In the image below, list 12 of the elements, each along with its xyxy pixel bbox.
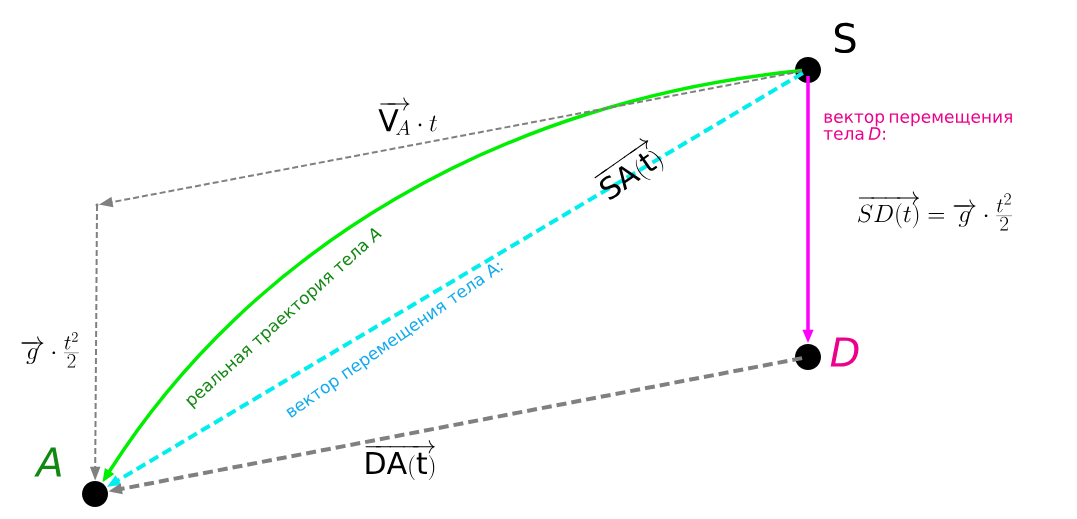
point-dot <box>82 481 108 507</box>
point-label: A <box>34 447 61 477</box>
point-label: D <box>830 337 859 367</box>
edge-label: $\overrightarrow{g}\cdot\frac{t^2}{2}$ <box>21 332 79 368</box>
point-dot <box>795 57 821 83</box>
formula-label: $\overrightarrow{SD(t)} = \overrightarrow{g}\cdot\frac{t^2}{2}$ <box>858 191 1013 231</box>
edge-label: вектор перемещения тела D: <box>823 113 1012 140</box>
point-dot <box>795 344 821 370</box>
edge-label: $\overrightarrow{\mathrm{DA}(\mathrm{t})}$ <box>365 440 436 481</box>
edge-label: $\overrightarrow{\mathrm{V}_{\!A}}\cdot t$ <box>378 97 437 135</box>
point-label: S <box>834 22 856 54</box>
corner-point <box>95 203 99 207</box>
